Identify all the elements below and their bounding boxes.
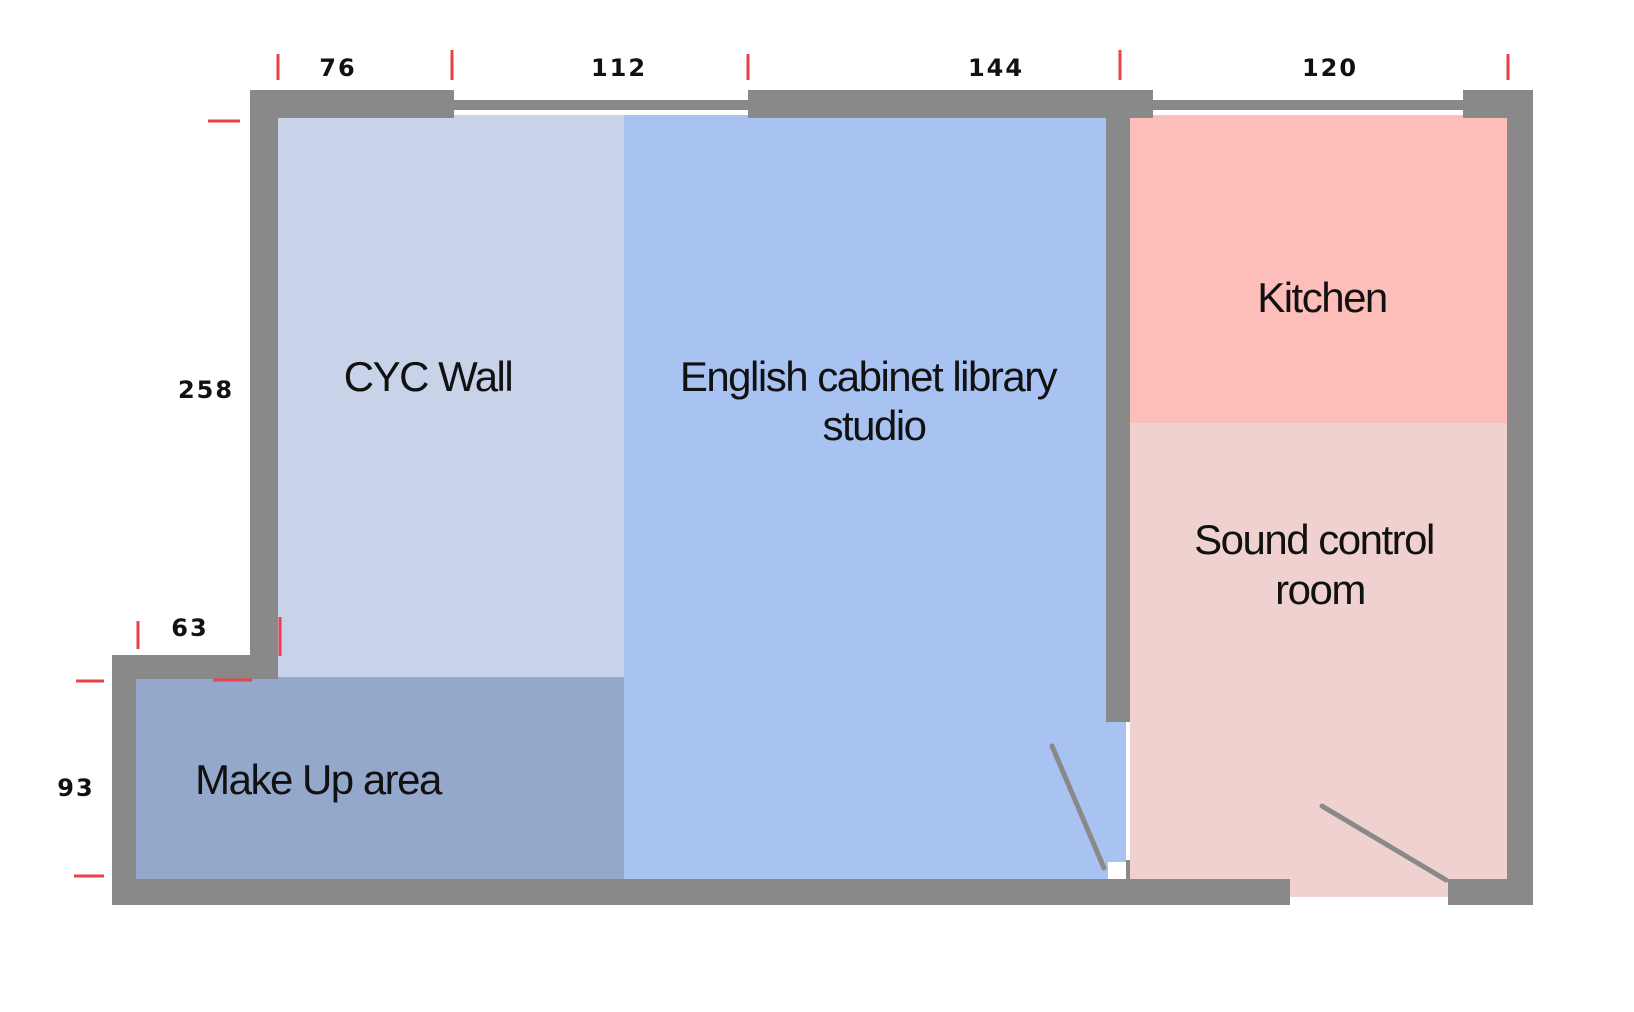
dimension-label-left-lower: 93	[57, 774, 94, 802]
doors	[1049, 743, 1449, 883]
top-wall-segment	[748, 90, 1153, 118]
room-label-sound-line-1: Sound control	[1194, 516, 1434, 563]
room-fills	[136, 115, 1507, 897]
sound-room-door-leaf	[1319, 803, 1449, 883]
top-window-segment	[454, 100, 748, 110]
left-upper-wall	[250, 90, 278, 677]
studio-zone	[624, 115, 1108, 879]
sound-control-zone	[1130, 423, 1507, 879]
dimension-label-step: 63	[171, 614, 208, 642]
bottom-wall-segment	[112, 879, 1290, 905]
dimension-label-left-upper: 258	[178, 376, 234, 404]
dimension-label-top-2: 112	[591, 54, 647, 82]
room-labels: CYC Wall English cabinet library studio …	[195, 274, 1435, 803]
dimension-label-top-4: 120	[1302, 54, 1358, 82]
top-window-segment	[1153, 100, 1463, 110]
dimension-labels: 76 112 144 120 258 63 93	[57, 54, 1358, 802]
interior-partition-stub	[1126, 860, 1130, 879]
studio-door-leaf	[1049, 743, 1107, 871]
makeup-zone	[136, 677, 624, 879]
kitchen-zone	[1130, 115, 1507, 423]
dimension-ticks	[74, 50, 1510, 878]
room-label-studio-line-2: studio	[822, 402, 925, 449]
cyc-wall-zone	[278, 115, 624, 677]
dimension-label-top-1: 76	[319, 54, 356, 82]
room-label-makeup: Make Up area	[195, 756, 443, 803]
sound-door-gap	[1290, 879, 1448, 897]
studio-door-alcove	[1108, 722, 1126, 862]
room-label-sound-line-2: room	[1275, 566, 1365, 613]
room-label-kitchen: Kitchen	[1257, 274, 1387, 321]
step-wall	[112, 655, 278, 679]
room-label-studio-line-1: English cabinet library	[680, 353, 1058, 400]
top-wall-segment	[250, 90, 454, 118]
interior-partition-wall	[1106, 110, 1130, 722]
right-wall	[1507, 90, 1533, 905]
walls	[112, 90, 1533, 905]
room-label-cyc-wall: CYC Wall	[344, 353, 512, 400]
dimension-label-top-3: 144	[968, 54, 1024, 82]
left-lower-wall	[112, 655, 136, 905]
